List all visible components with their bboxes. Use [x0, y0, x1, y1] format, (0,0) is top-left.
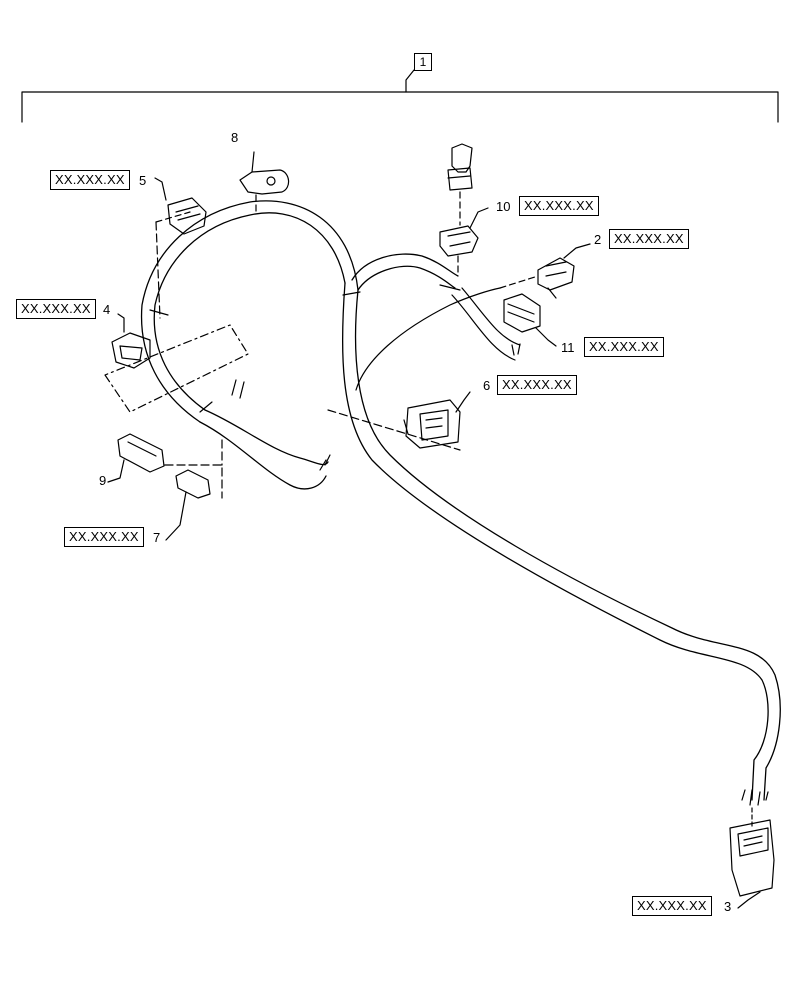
harness-trunk	[140, 200, 781, 806]
ref-box-5[interactable]: XX.XXX.XX	[50, 170, 130, 190]
callout-2: 2	[594, 232, 602, 247]
ref-box-6[interactable]: XX.XXX.XX	[497, 375, 577, 395]
callout-9: 9	[99, 473, 107, 488]
ref-box-7[interactable]: XX.XXX.XX	[64, 527, 144, 547]
assembly-item-number: 1	[414, 53, 432, 71]
connector-9-drawing	[107, 433, 165, 483]
ref-box-3[interactable]: XX.XXX.XX	[632, 896, 712, 916]
connector-11-drawing	[503, 293, 557, 347]
callout-5: 5	[139, 173, 147, 188]
connector-10-drawing	[439, 143, 489, 277]
connector-2-drawing	[499, 243, 591, 299]
clip-8-drawing	[239, 151, 290, 216]
callout-3: 3	[724, 899, 732, 914]
assembly-bracket	[21, 69, 779, 123]
connector-6-drawing	[327, 391, 471, 451]
ref-box-11[interactable]: XX.XXX.XX	[584, 337, 664, 357]
callout-4: 4	[103, 302, 111, 317]
callout-11: 11	[561, 340, 575, 355]
connector-4-drawing	[104, 313, 249, 413]
ref-box-10[interactable]: XX.XXX.XX	[519, 196, 599, 216]
callout-10: 10	[496, 199, 511, 214]
ref-box-2[interactable]: XX.XXX.XX	[609, 229, 689, 249]
connector-5-drawing	[154, 177, 207, 319]
callout-8: 8	[231, 130, 239, 145]
callout-6: 6	[483, 378, 491, 393]
connector-7-drawing	[164, 439, 223, 541]
connector-3-drawing	[729, 807, 775, 909]
callout-7: 7	[153, 530, 161, 545]
ref-box-4[interactable]: XX.XXX.XX	[16, 299, 96, 319]
